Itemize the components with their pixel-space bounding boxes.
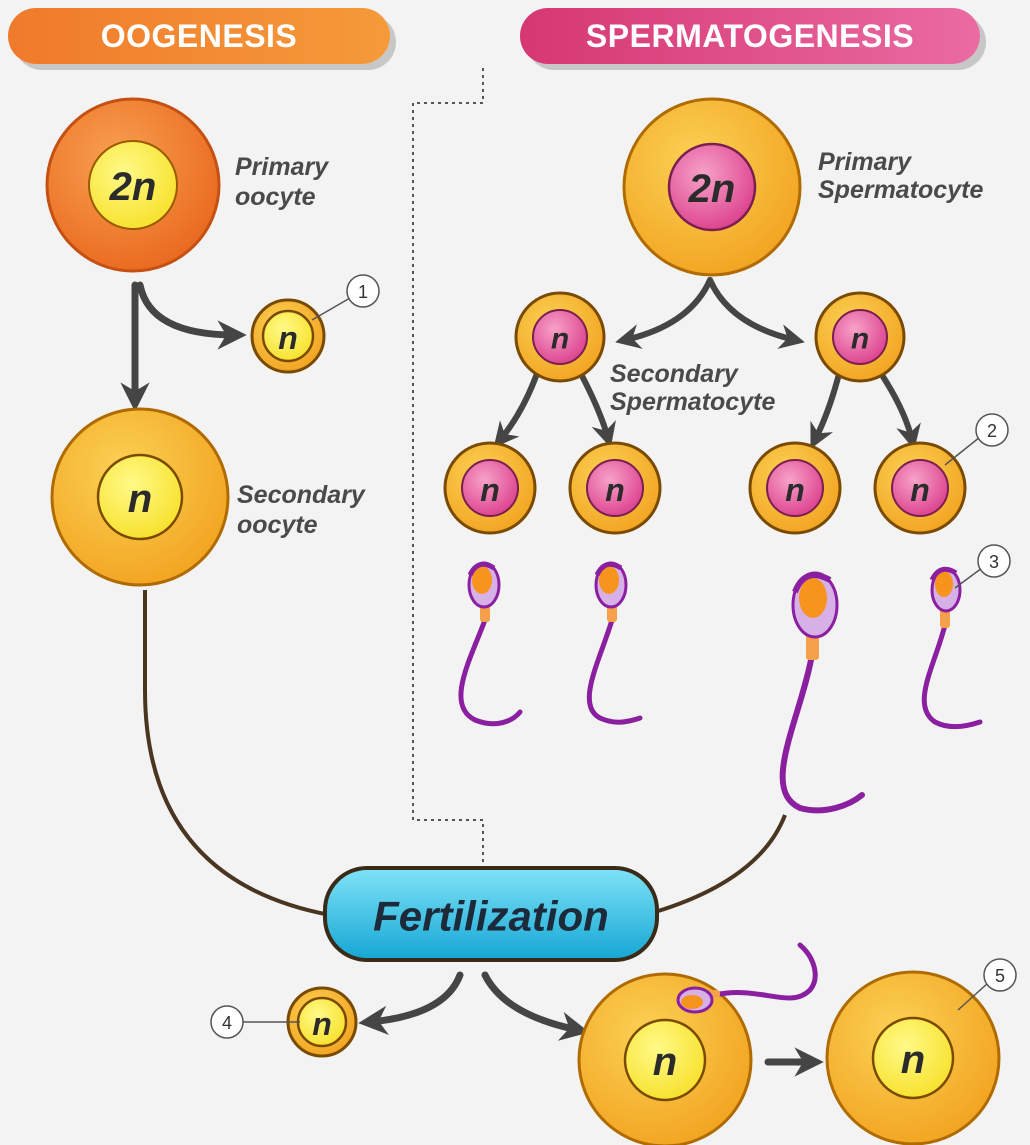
first-polar-body-ploidy: n	[278, 320, 298, 356]
svg-text:n: n	[653, 1040, 677, 1084]
oogenesis-title: OOGENESIS	[100, 17, 298, 54]
first-polar-body: n	[250, 298, 326, 374]
fertilization-arrows	[358, 971, 824, 1077]
spermatogenesis-title: SPERMATOGENESIS	[585, 17, 915, 54]
entering-sperm	[676, 942, 818, 1014]
svg-text:n: n	[480, 472, 500, 508]
oogenesis-banner: OOGENESIS	[8, 8, 390, 64]
sperm-2	[586, 561, 643, 725]
svg-text:1: 1	[358, 282, 368, 302]
zygote: n	[825, 970, 1001, 1145]
secondary-spermatocyte-label-2: Spermatocyte	[610, 388, 775, 416]
svg-text:n: n	[312, 1006, 332, 1042]
svg-text:5: 5	[995, 966, 1005, 986]
sperm-4	[921, 566, 983, 730]
svg-text:n: n	[901, 1038, 925, 1082]
secondary-oocyte-label-1: Secondary	[237, 481, 366, 509]
primary-spermatocyte-ploidy: 2n	[688, 167, 736, 211]
marker-2: 2	[975, 413, 1009, 447]
primary-oocyte: 2n	[45, 97, 221, 273]
svg-text:n: n	[910, 472, 930, 508]
sperm-1	[458, 561, 523, 727]
svg-text:3: 3	[989, 552, 999, 572]
svg-text:n: n	[785, 472, 805, 508]
primary-spermatocyte-label-2: Spermatocyte	[818, 176, 983, 204]
secondary-spermatocyte-label-1: Secondary	[610, 360, 739, 388]
spermatid-2: n	[568, 441, 662, 535]
primary-oocyte-label-1: Primary	[235, 153, 329, 181]
svg-text:2: 2	[987, 421, 997, 441]
spermatogenesis-arrows	[493, 277, 921, 450]
svg-text:4: 4	[222, 1013, 232, 1033]
secondary-spermatocyte-left: n	[514, 291, 606, 383]
secondary-oocyte-ploidy: n	[128, 477, 152, 521]
fertilization-label: Fertilization	[373, 893, 609, 940]
fertilization-box: Fertilization	[323, 866, 659, 962]
oocyte-to-fertilization-connector	[143, 590, 331, 917]
divider-dotted-line	[412, 68, 484, 862]
secondary-spermatocyte-right-ploidy: n	[851, 323, 869, 356]
secondary-oocyte-label-2: oocyte	[237, 511, 318, 539]
primary-oocyte-ploidy: 2n	[109, 165, 157, 209]
marker-1: 1	[346, 274, 380, 308]
marker-3: 3	[977, 544, 1011, 578]
spermatid-1: n	[443, 441, 537, 535]
primary-spermatocyte: 2n	[622, 97, 802, 277]
sperm-to-fertilization-connector	[654, 814, 787, 914]
secondary-spermatocyte-right: n	[814, 291, 906, 383]
marker-5: 5	[983, 958, 1017, 992]
sperm-3-fertilizing	[779, 571, 865, 814]
svg-text:n: n	[605, 472, 625, 508]
spermatid-3: n	[748, 441, 842, 535]
primary-spermatocyte-label-1: Primary	[818, 148, 912, 176]
secondary-spermatocyte-left-ploidy: n	[551, 323, 569, 356]
spermatogenesis-banner: SPERMATOGENESIS	[520, 8, 980, 64]
primary-oocyte-label-2: oocyte	[235, 183, 316, 211]
secondary-oocyte: n	[50, 407, 230, 587]
egg-being-fertilized: n	[577, 972, 753, 1145]
spermatid-4: n	[873, 441, 967, 535]
marker-4: 4	[210, 1005, 244, 1039]
oogenesis-arrows	[120, 281, 247, 412]
